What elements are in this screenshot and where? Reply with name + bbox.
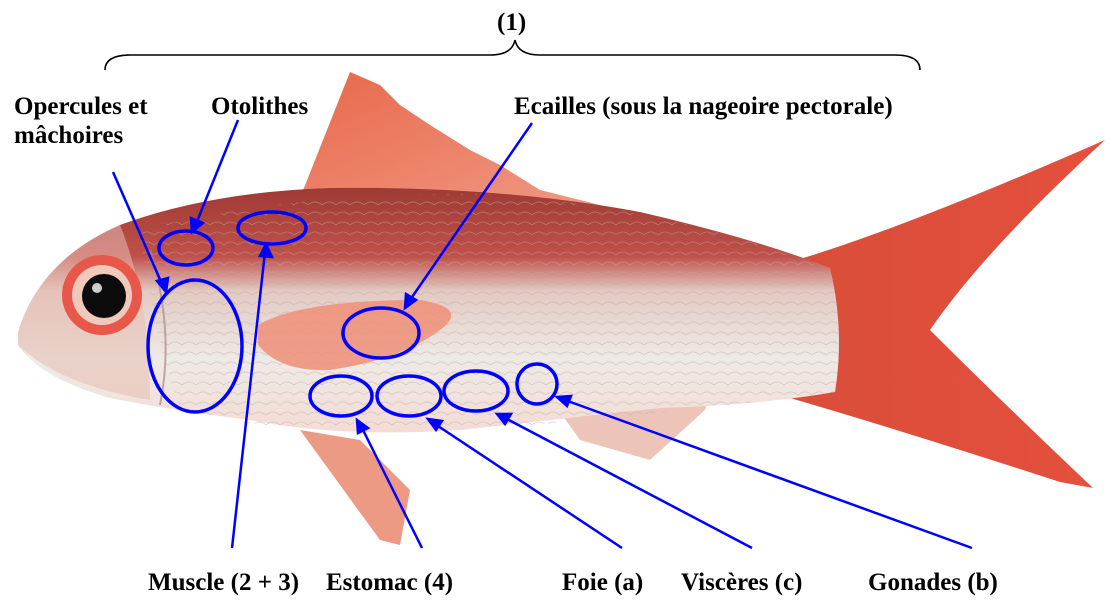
otolithes-label: Otolithes — [211, 92, 308, 121]
group-label: (1) — [497, 8, 526, 37]
opercules-label-line1: Opercules et — [14, 92, 148, 121]
ecailles-label: Ecailles (sous la nageoire pectorale) — [514, 92, 893, 121]
fish-illustration — [18, 72, 1105, 545]
group-brace — [105, 40, 920, 70]
visceres-label: Viscères (c) — [681, 568, 802, 597]
foie-label: Foie (a) — [562, 568, 643, 597]
estomac-label: Estomac (4) — [326, 568, 453, 597]
opercules-label-line2: mâchoires — [14, 121, 148, 150]
opercules-label: Opercules et mâchoires — [14, 92, 148, 150]
muscle-label: Muscle (2 + 3) — [148, 568, 299, 597]
pelvic-fin — [300, 430, 410, 545]
gonades-label: Gonades (b) — [868, 568, 998, 597]
